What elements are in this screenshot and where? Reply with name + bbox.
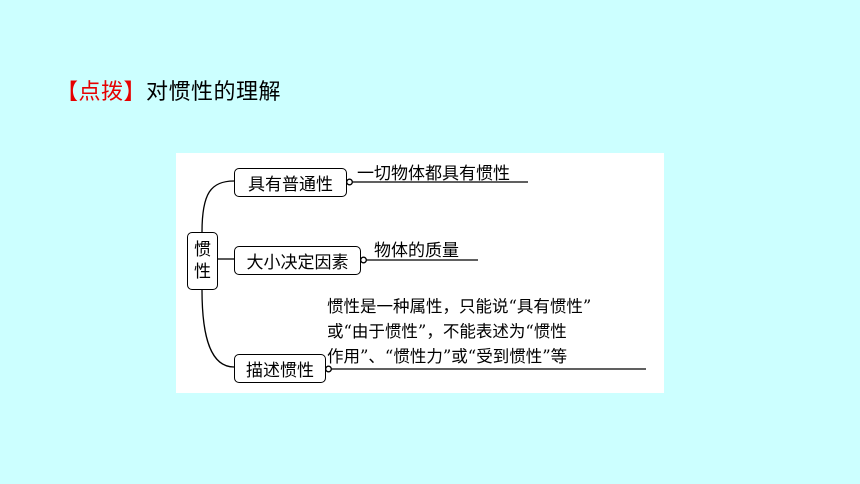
page-heading: 【点拨】对惯性的理解 (56, 74, 281, 106)
branch-node-universality: 具有普通性 (234, 168, 347, 197)
terminal-dot-1 (346, 178, 353, 186)
heading-tag: 【点拨】 (56, 80, 147, 105)
connector-branch-1 (201, 180, 235, 233)
root-char-2: 性 (194, 262, 211, 282)
root-node: 惯 性 (187, 232, 218, 290)
leaf-line-2: 或“由于惯性”，不能表述为“惯性 (327, 322, 567, 341)
leaf-text-describing-inertia: 惯性是一种属性，只能说“具有惯性” 或“由于惯性”，不能表述为“惯性 作用”、“… (327, 294, 591, 369)
branch-label: 大小决定因素 (246, 253, 349, 273)
connector-branch-3 (201, 289, 235, 368)
leaf-text-determining-factor: 物体的质量 (374, 236, 459, 261)
leaf-line: 物体的质量 (374, 241, 459, 261)
heading-title: 对惯性的理解 (146, 80, 282, 105)
branch-node-determining-factor: 大小决定因素 (234, 246, 361, 275)
branch-label: 具有普通性 (248, 175, 333, 195)
leaf-line: 一切物体都具有惯性 (357, 164, 510, 184)
branch-label: 描述惯性 (246, 361, 314, 381)
leaf-line-1: 惯性是一种属性，只能说“具有惯性” (327, 297, 592, 316)
root-char-1: 惯 (194, 240, 211, 260)
leaf-text-universality: 一切物体都具有惯性 (357, 159, 510, 184)
terminal-dot-2 (360, 256, 367, 264)
leaf-line-3: 作用”、“惯性力”或“受到惯性”等 (327, 347, 568, 366)
branch-node-describing-inertia: 描述惯性 (234, 354, 326, 383)
mind-map-panel: 惯 性 具有普通性 大小决定因素 描述惯性 一切物体都具有惯性 物体的质量 惯性… (176, 153, 664, 393)
